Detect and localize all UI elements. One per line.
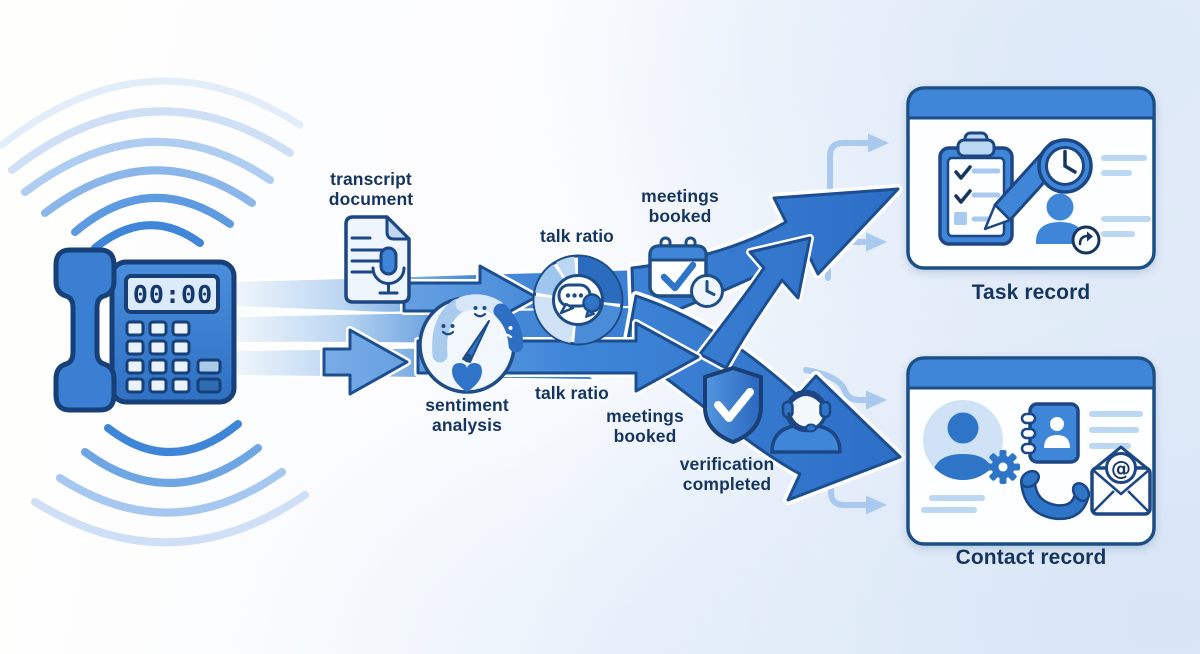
- gear-icon: [986, 450, 1020, 484]
- label-meetings-booked-top: meetings booked: [641, 186, 719, 226]
- sound-waves-top: [0, 77, 304, 252]
- thin-connector-arrows: [803, 133, 889, 515]
- microphone-icon: [371, 246, 406, 295]
- label-talk-ratio-top: talk ratio: [540, 226, 614, 246]
- contact-record-card: @: [906, 356, 1156, 546]
- desk-phone-icon: 00:00: [53, 247, 237, 413]
- clock-badge-icon: [690, 274, 724, 308]
- avatar-icon: [923, 400, 1003, 480]
- phone-display: [124, 274, 220, 314]
- clock-icon: [1037, 138, 1093, 194]
- label-task-record: Task record: [971, 281, 1091, 304]
- label-verification-completed: verification completed: [679, 454, 775, 494]
- transcript-document-icon: [344, 215, 411, 304]
- phone-handset: [53, 247, 117, 413]
- phone-handset-icon: [1019, 469, 1091, 521]
- contact-text-lines: [921, 411, 1143, 513]
- label-talk-ratio-bottom: talk ratio: [535, 383, 609, 403]
- address-book-icon: [1020, 402, 1080, 464]
- email-at-icon: @: [1090, 445, 1152, 516]
- heart-icon: [452, 363, 482, 392]
- support-agent-icon: [770, 389, 842, 454]
- shield-check-icon: [703, 366, 763, 444]
- card-header-bar: [906, 356, 1156, 390]
- sentiment-gauge-icon: [418, 294, 524, 394]
- diagonal-arrow: [696, 234, 814, 372]
- svg-text:@: @: [1111, 457, 1131, 481]
- clipboard-checklist-icon: [938, 131, 1014, 246]
- calendar-check-icon: [648, 236, 724, 308]
- phone-keypad: [125, 320, 222, 394]
- sound-waves-bottom: [31, 420, 309, 547]
- talk-ratio-donut-icon: [532, 254, 624, 346]
- label-transcript-document: transcript document: [328, 169, 414, 209]
- call-timer: 00:00: [133, 280, 213, 309]
- headset-band: [785, 391, 827, 407]
- label-sentiment-analysis: sentiment analysis: [425, 395, 509, 435]
- task-text-lines: [1101, 155, 1151, 237]
- user-forward-icon: [1036, 193, 1101, 255]
- card-header-bar: [906, 86, 1156, 120]
- speech-bubbles-icon: [557, 283, 602, 318]
- label-contact-record: Contact record: [955, 546, 1107, 569]
- label-meetings-booked-bottom: meetings booked: [606, 406, 684, 446]
- task-record-card: [906, 86, 1156, 270]
